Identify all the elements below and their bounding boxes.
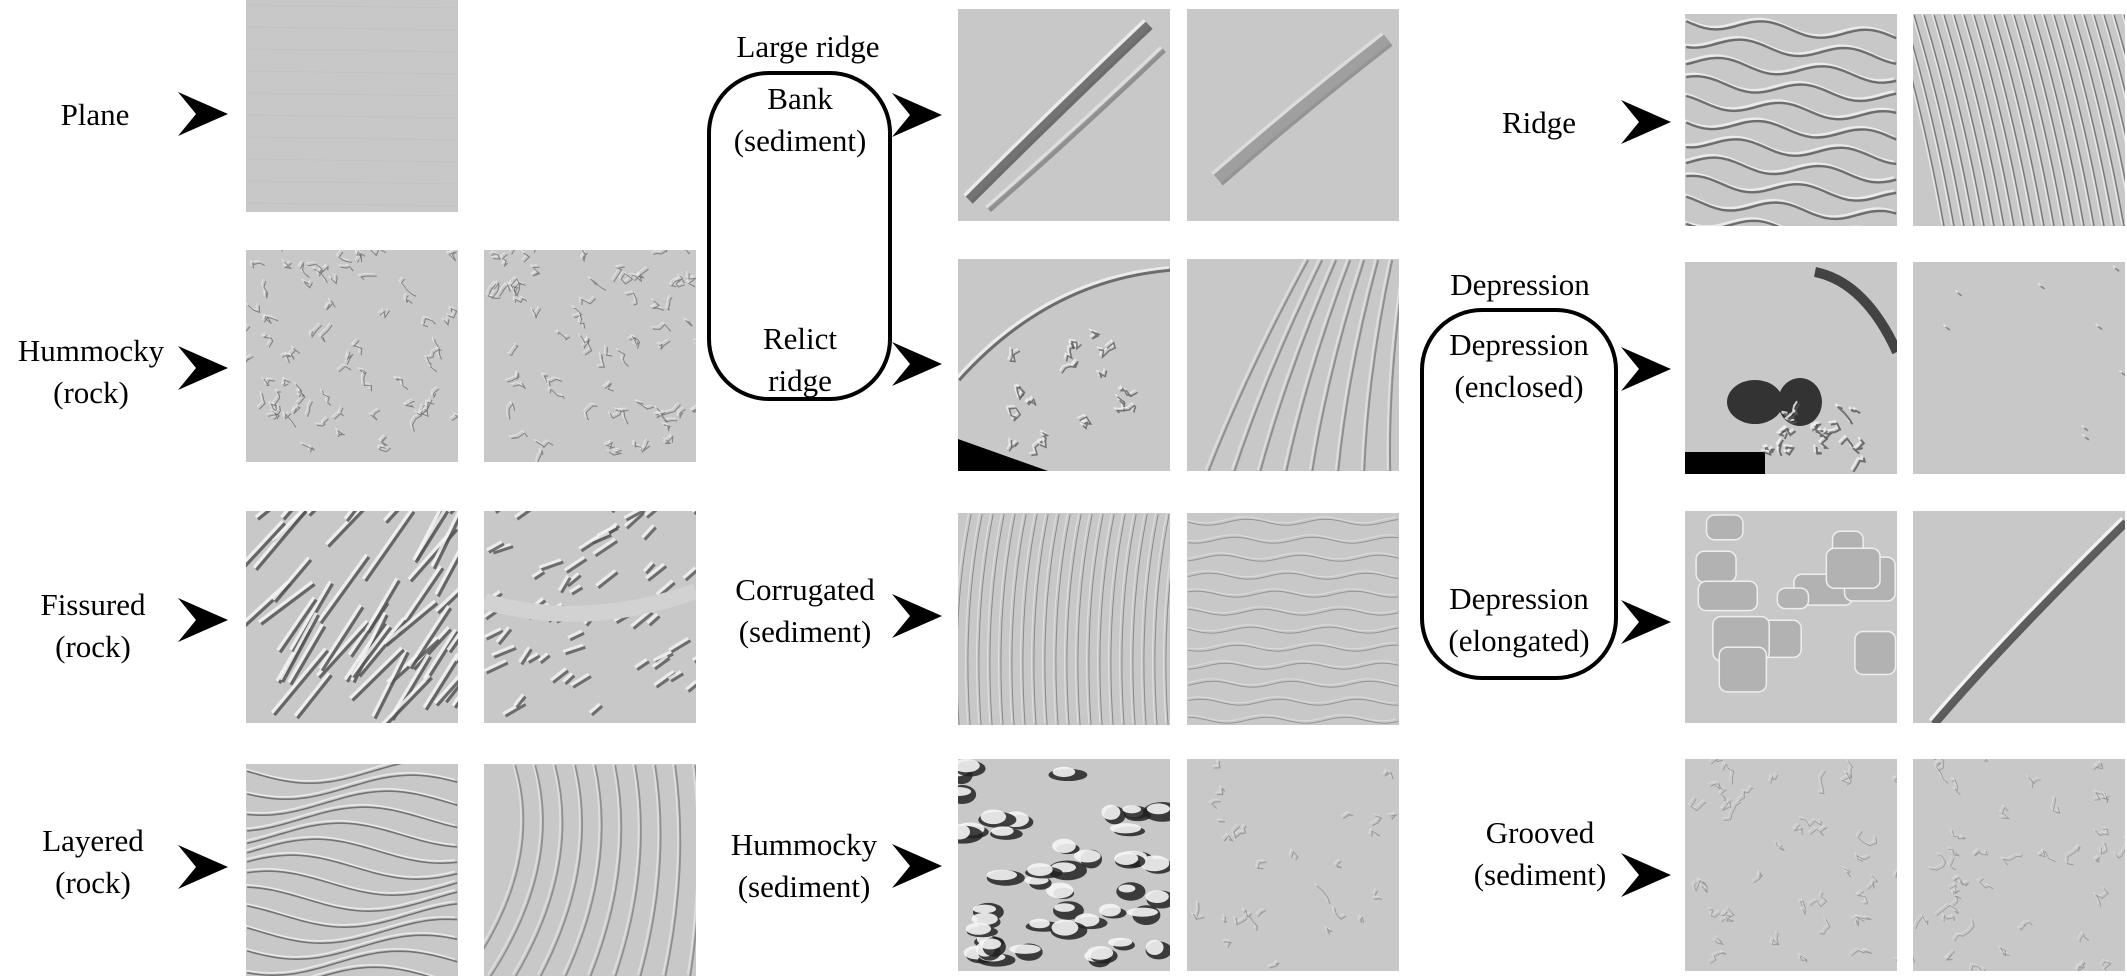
tile-hummocky-sediment-2 — [1187, 759, 1399, 971]
label-ridge: Ridge — [1501, 105, 1577, 140]
arrow-relict-ridge — [892, 342, 942, 386]
arrow-grooved-sediment — [1621, 853, 1671, 897]
arrow-depression-elongated — [1621, 600, 1671, 644]
label-depression-enclosed: Depression(enclosed) — [1449, 327, 1589, 404]
tile-depression-enclosed-2 — [1913, 262, 2125, 474]
label-fissured-rock: Fissured(rock) — [40, 587, 146, 664]
arrow-layered-rock — [178, 845, 228, 889]
label-layered-rock: Layered(rock) — [42, 823, 144, 900]
arrow-plane — [178, 92, 228, 136]
tile-bank-sediment-2 — [1187, 9, 1399, 221]
arrow-bank-sediment — [892, 93, 942, 137]
tile-relict-ridge-2 — [1187, 259, 1399, 471]
label-bank-sediment: Bank(sediment) — [733, 81, 867, 158]
tile-hummocky-rock-2 — [484, 250, 696, 462]
label-hummocky-rock: Hummocky(rock) — [17, 333, 165, 410]
tile-grooved-sediment-2 — [1913, 759, 2125, 971]
tile-corrugated-sediment-2 — [1187, 513, 1399, 725]
arrow-hummocky-rock — [178, 346, 228, 390]
depression-bracket — [1420, 308, 1618, 680]
label-corrugated-sediment: Corrugated(sediment) — [735, 572, 875, 649]
tile-grooved-sediment-1 — [1685, 759, 1897, 971]
tile-bank-sediment-1 — [958, 9, 1170, 221]
tile-hummocky-sediment-1 — [958, 759, 1170, 971]
tile-corrugated-sediment-1 — [958, 513, 1170, 725]
label-depression-group: Depression — [1450, 267, 1590, 302]
tile-plane — [246, 0, 458, 212]
label-hummocky-sediment: Hummocky(sediment) — [730, 827, 878, 904]
label-depression-elongated: Depression(elongated) — [1448, 581, 1590, 658]
arrow-fissured-rock — [178, 598, 228, 642]
arrow-hummocky-sediment — [892, 844, 942, 888]
tile-fissured-rock-2 — [484, 511, 696, 723]
label-large-ridge-group: Large ridge — [736, 29, 880, 64]
arrow-ridge — [1621, 100, 1671, 144]
tile-depression-elongated-2 — [1913, 511, 2125, 723]
large-ridge-bracket — [707, 71, 892, 401]
tile-hummocky-rock-1 — [246, 250, 458, 462]
label-grooved-sediment: Grooved(sediment) — [1473, 815, 1607, 892]
tile-layered-rock-2 — [484, 764, 696, 976]
label-plane: Plane — [60, 97, 130, 132]
tile-layered-rock-1 — [246, 764, 458, 976]
tile-fissured-rock-1 — [246, 511, 458, 723]
tile-ridge-2 — [1913, 14, 2125, 226]
arrow-depression-enclosed — [1621, 347, 1671, 391]
tile-relict-ridge-1 — [958, 259, 1170, 471]
arrow-corrugated-sediment — [892, 594, 942, 638]
tile-depression-elongated-1 — [1685, 511, 1897, 723]
tile-ridge-1 — [1685, 14, 1897, 226]
tile-depression-enclosed-1 — [1685, 262, 1897, 474]
